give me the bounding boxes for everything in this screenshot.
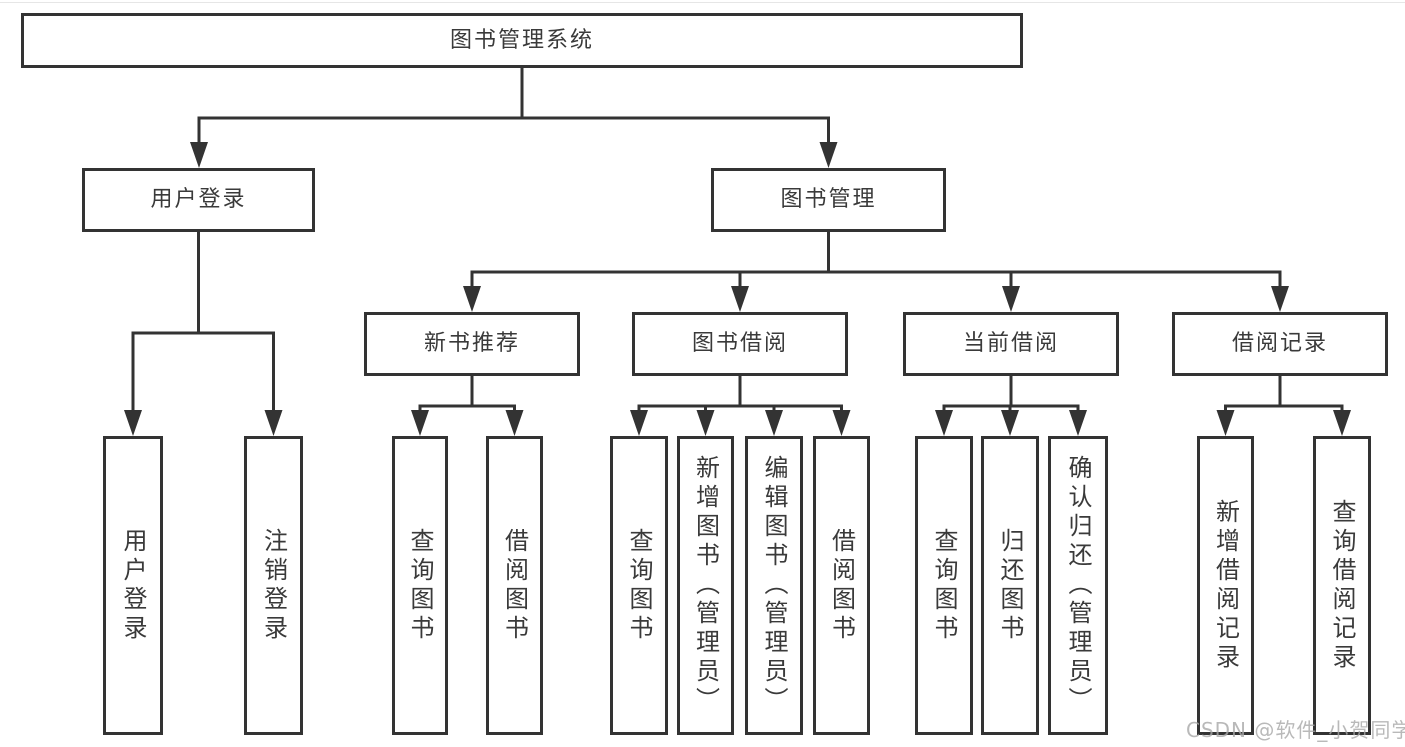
leaf-edit-books-admin: 编辑图书（管理员） xyxy=(745,436,803,735)
node-borrowing-records: 借阅记录 xyxy=(1172,312,1388,376)
leaf-query-books-borrowing: 查询图书 xyxy=(610,436,668,735)
leaf-query-borrow-record: 查询借阅记录 xyxy=(1313,436,1371,735)
leaf-borrow-books: 借阅图书 xyxy=(813,436,870,735)
node-new-book-recommendation: 新书推荐 xyxy=(364,312,580,376)
leaf-add-borrow-record: 新增借阅记录 xyxy=(1197,436,1254,735)
node-book-borrowing: 图书借阅 xyxy=(632,312,848,376)
leaf-return-books: 归还图书 xyxy=(981,436,1039,735)
leaf-query-books-recommend: 查询图书 xyxy=(392,436,448,735)
leaf-add-books-admin: 新增图书（管理员） xyxy=(677,436,734,735)
watermark: CSDN @软件_小贺同学 xyxy=(1186,718,1405,742)
node-user-login: 用户登录 xyxy=(82,168,315,232)
connector-lines xyxy=(131,68,1344,414)
node-current-borrowing: 当前借阅 xyxy=(903,312,1119,376)
leaf-borrow-books-recommend: 借阅图书 xyxy=(486,436,543,735)
leaf-query-books-current: 查询图书 xyxy=(915,436,973,735)
top-divider-line xyxy=(0,2,1405,3)
node-book-management: 图书管理 xyxy=(711,168,946,232)
leaf-user-login: 用户登录 xyxy=(103,436,163,735)
node-library-management-system: 图书管理系统 xyxy=(21,13,1023,68)
leaf-confirm-return-admin: 确认归还（管理员） xyxy=(1048,436,1108,735)
leaf-logout: 注销登录 xyxy=(244,436,303,735)
arrow-heads xyxy=(124,142,1351,436)
